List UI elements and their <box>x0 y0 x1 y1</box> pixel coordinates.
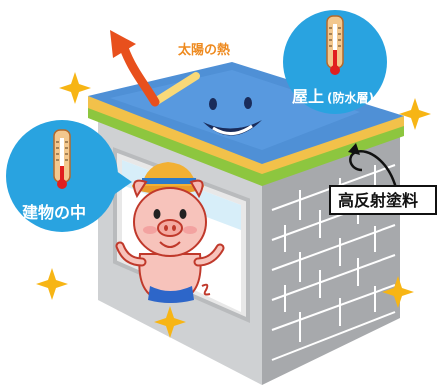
pig-right-eye <box>179 209 187 219</box>
smiley-left-eye <box>209 98 217 110</box>
roof-label: 屋上 <box>292 87 324 106</box>
roof-note-label: (防水層) <box>327 90 374 105</box>
roof-yellow-coating <box>88 96 404 174</box>
roof-temperature-badge: 屋上 (防水層) <box>283 10 387 114</box>
interior-temperature-badge: 建物の中 <box>6 120 132 232</box>
smiley-face <box>203 97 262 136</box>
pig-left-eye <box>153 209 161 219</box>
coating-label: 高反射塗料 <box>338 191 418 210</box>
sparkle-icon <box>36 268 68 300</box>
heat-arrow-head <box>110 30 136 58</box>
coating-label-box <box>329 185 437 215</box>
interior-label: 建物の中 <box>22 203 86 222</box>
pig-snout <box>157 219 183 237</box>
sparkle-icon <box>399 98 431 130</box>
coating-callout: 高反射塗料 <box>329 143 437 215</box>
solar-heat-label: 太陽の熱 <box>177 42 230 58</box>
sparkle-icon <box>154 306 186 338</box>
heat-incoming-line <box>151 72 200 106</box>
thermometer-icon <box>326 15 344 75</box>
sparkle-icon <box>59 72 91 104</box>
sparkle-icon <box>382 276 414 308</box>
pig-character <box>115 162 225 304</box>
sparkles <box>36 72 431 338</box>
solar-heat-arrow <box>110 30 200 107</box>
interior-badge-pointer <box>112 168 132 196</box>
thermometer-icon <box>53 129 71 189</box>
heat-reflected-line <box>119 43 160 107</box>
smiley-right-eye <box>244 97 252 109</box>
